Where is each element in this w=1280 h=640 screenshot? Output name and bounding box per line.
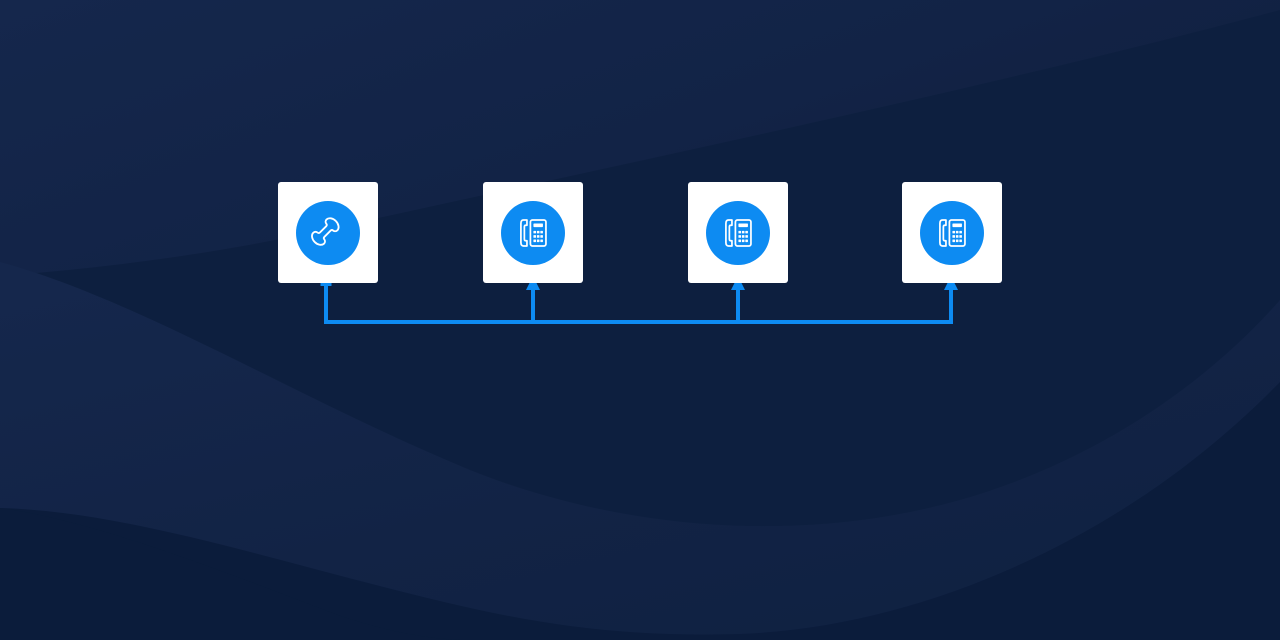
desk-phone-icon	[520, 218, 547, 247]
desk-phone-icon	[939, 218, 966, 247]
node-badge-1	[296, 200, 360, 265]
node-badge-4	[920, 200, 984, 265]
phone-handset-icon	[311, 216, 340, 246]
arrow-head-node-2	[526, 276, 540, 290]
node-badge-3	[706, 200, 770, 265]
node-card-2[interactable]	[483, 182, 583, 283]
desk-phone-icon	[725, 218, 752, 247]
arrow-head-node-3	[731, 276, 745, 290]
node-card-1[interactable]	[278, 182, 378, 283]
node-card-3[interactable]	[688, 182, 788, 283]
node-card-4[interactable]	[902, 182, 1002, 283]
node-badge-2	[501, 200, 565, 265]
arrow-head-node-4	[944, 276, 958, 290]
